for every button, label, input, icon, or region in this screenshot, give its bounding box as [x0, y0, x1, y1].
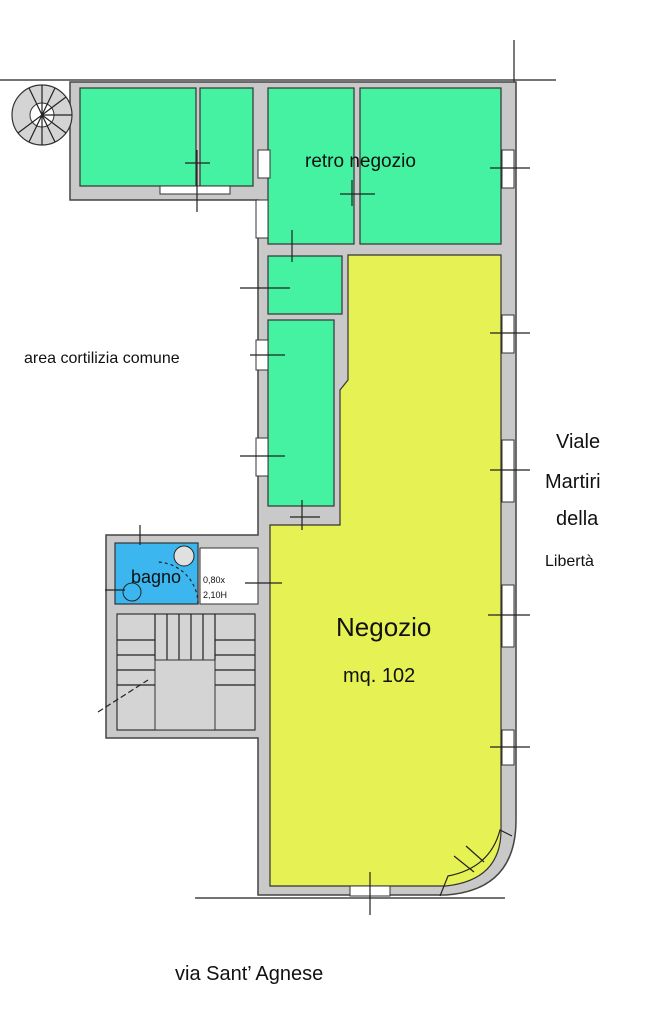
- label-negozio: Negozio: [336, 612, 431, 642]
- label-retro-negozio: retro negozio: [305, 151, 416, 172]
- corner-window: [439, 829, 513, 897]
- room-back-left-2: [199, 87, 254, 187]
- room-small-storage: [267, 255, 343, 315]
- wall-openings: [159, 149, 515, 897]
- room-back-left-1: [79, 87, 197, 187]
- label-door-dim-2: 2,10H: [203, 590, 227, 600]
- label-bagno: bagno: [131, 567, 181, 587]
- label-viale-line1: Viale: [556, 431, 600, 453]
- label-door-dim-1: 0,80x: [203, 575, 226, 585]
- room-negozio: [269, 254, 502, 887]
- label-area-cortilizia: area cortilizia comune: [24, 350, 180, 367]
- label-viale-line3: della: [556, 508, 599, 530]
- stair-steps: [97, 614, 255, 731]
- toilet-icon: [122, 582, 142, 602]
- sink-icon: [173, 545, 195, 567]
- label-viale-line4: Libertà: [545, 553, 594, 570]
- label-area-mq: mq. 102: [343, 665, 415, 687]
- label-viale-line2: Martiri: [545, 471, 601, 493]
- section-marks: [105, 150, 530, 915]
- room-corridor-storage: [267, 319, 335, 507]
- spiral-staircase: [11, 84, 73, 146]
- door-swing-arc: [155, 561, 199, 605]
- room-retro-negozio-right: [359, 87, 502, 245]
- label-via-sant-agnese: via Sant’ Agnese: [175, 963, 323, 985]
